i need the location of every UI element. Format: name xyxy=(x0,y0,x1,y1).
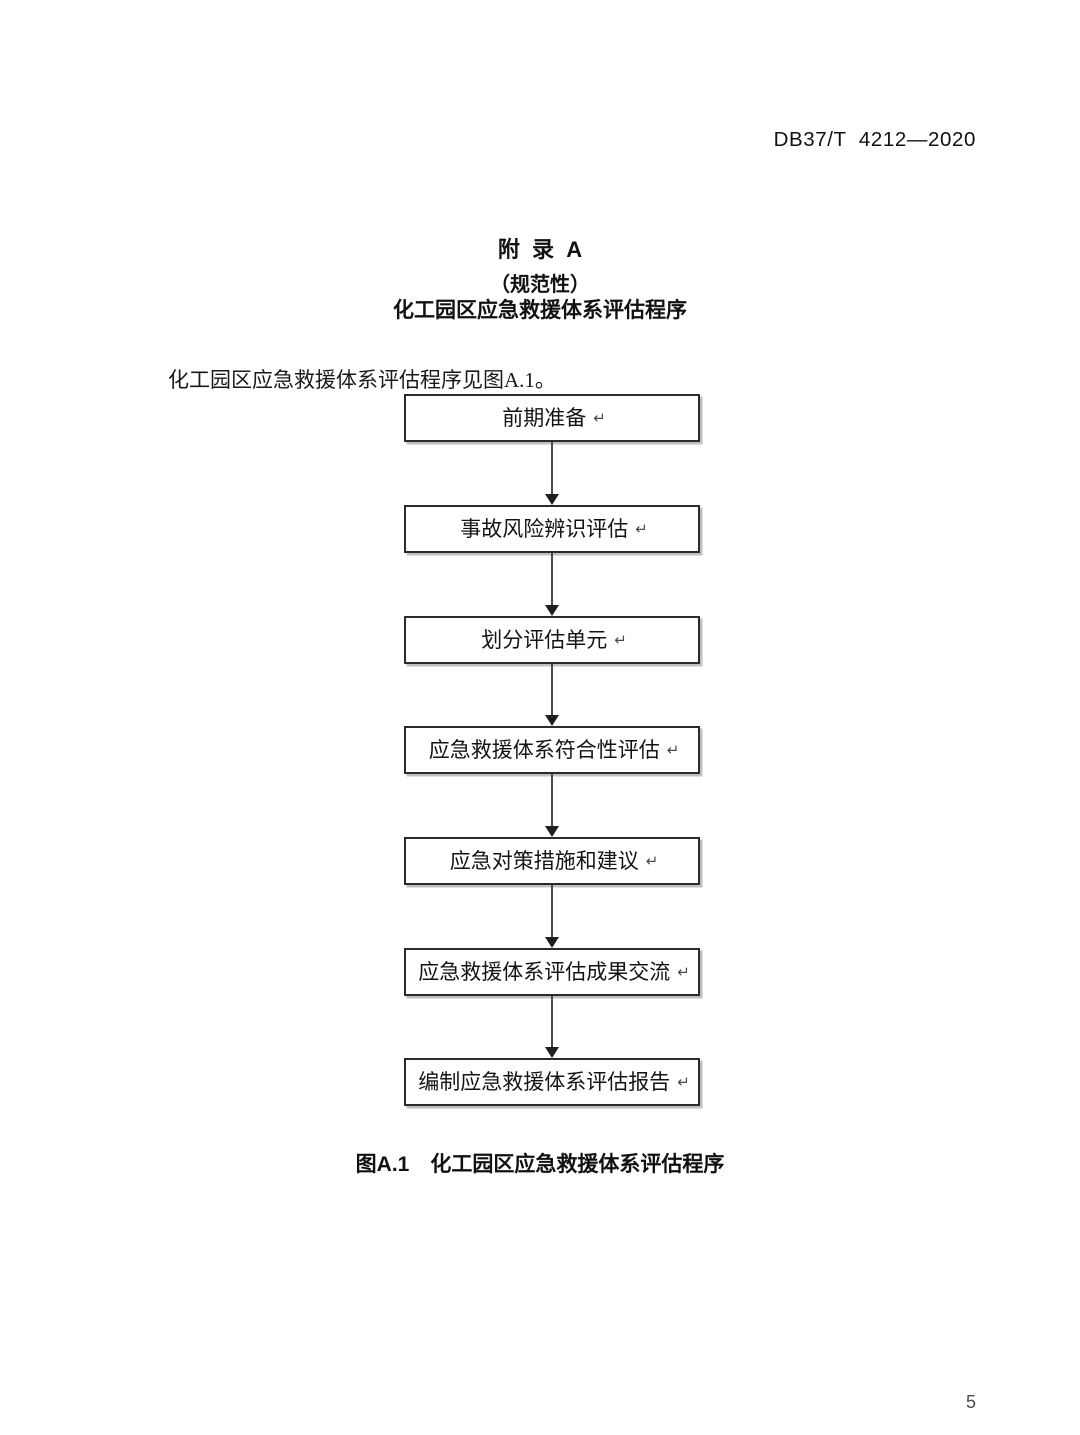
arrow-shaft xyxy=(551,442,553,494)
flow-node-2-text: 事故风险辨识评估 xyxy=(460,518,629,541)
return-mark-icon: ↵ xyxy=(677,964,690,981)
flow-node-1-text: 前期准备 xyxy=(502,407,587,430)
flow-node-7-label: 编制应急救援体系评估报告 ↵ xyxy=(406,1060,702,1106)
return-mark-icon: ↵ xyxy=(614,632,627,649)
return-mark-icon: ↵ xyxy=(635,521,648,538)
flow-arrow-2 xyxy=(545,553,559,616)
page-number: 5 xyxy=(965,1392,976,1412)
flow-arrow-3 xyxy=(545,664,559,726)
arrow-head-icon xyxy=(545,937,559,948)
flow-node-6-text: 应急救援体系评估成果交流 xyxy=(418,961,671,984)
return-mark-icon: ↵ xyxy=(666,742,680,759)
flow-node-1-label: 前期准备 ↵ xyxy=(406,396,702,442)
body-paragraph: 化工园区应急救援体系评估程序见图A.1。 xyxy=(168,368,556,392)
arrow-shaft xyxy=(551,996,553,1047)
flow-node-6: 应急救援体系评估成果交流 ↵ xyxy=(404,948,700,996)
standard-code-header: DB37/T 4212—2020 xyxy=(773,128,976,151)
flow-node-1: 前期准备 ↵ xyxy=(404,394,700,442)
annex-kind-label: （规范性） xyxy=(490,274,590,296)
arrow-shaft xyxy=(551,774,553,826)
arrow-head-icon xyxy=(545,715,559,726)
arrow-head-icon xyxy=(545,826,559,837)
arrow-head-icon xyxy=(545,494,559,505)
flow-arrow-1 xyxy=(545,442,559,505)
flow-arrow-5 xyxy=(545,885,559,948)
arrow-shaft xyxy=(551,664,553,715)
return-mark-icon: ↵ xyxy=(677,1074,690,1091)
arrow-head-icon xyxy=(545,1047,559,1058)
flow-node-3: 划分评估单元 ↵ xyxy=(404,616,700,664)
flow-node-4-label: 应急救援体系符合性评估 ↵ xyxy=(406,728,702,774)
return-mark-icon: ↵ xyxy=(645,853,659,870)
flow-node-6-label: 应急救援体系评估成果交流 ↵ xyxy=(406,950,702,996)
flow-node-7-text: 编制应急救援体系评估报告 xyxy=(418,1071,671,1094)
arrow-shaft xyxy=(551,885,553,937)
annex-name: 化工园区应急救援体系评估程序 xyxy=(393,299,687,322)
flow-node-7: 编制应急救援体系评估报告 ↵ xyxy=(404,1058,700,1106)
flow-node-5-label: 应急对策措施和建议 ↵ xyxy=(406,839,702,885)
return-mark-icon: ↵ xyxy=(593,410,606,427)
flow-arrow-4 xyxy=(545,774,559,837)
flow-node-2-label: 事故风险辨识评估 ↵ xyxy=(406,507,702,553)
flow-node-5: 应急对策措施和建议 ↵ xyxy=(404,837,700,885)
flow-node-3-text: 划分评估单元 xyxy=(481,629,608,652)
flow-node-5-text: 应急对策措施和建议 xyxy=(449,850,639,873)
arrow-shaft xyxy=(551,553,553,605)
flow-node-4: 应急救援体系符合性评估 ↵ xyxy=(404,726,700,774)
figure-caption: 图A.1 化工园区应急救援体系评估程序 xyxy=(355,1153,725,1176)
annex-title: 附 录 A xyxy=(497,237,583,262)
arrow-head-icon xyxy=(545,605,559,616)
flow-node-3-label: 划分评估单元 ↵ xyxy=(406,618,702,664)
flow-node-4-text: 应急救援体系符合性评估 xyxy=(428,739,660,762)
flow-arrow-6 xyxy=(545,996,559,1058)
evaluation-procedure-flowchart: 前期准备 ↵ 事故风险辨识评估 ↵ 划分评估单元 ↵ 应急救援体系符合性评估 ↵ 应急对… xyxy=(404,394,702,1107)
flow-node-2: 事故风险辨识评估 ↵ xyxy=(404,505,700,553)
